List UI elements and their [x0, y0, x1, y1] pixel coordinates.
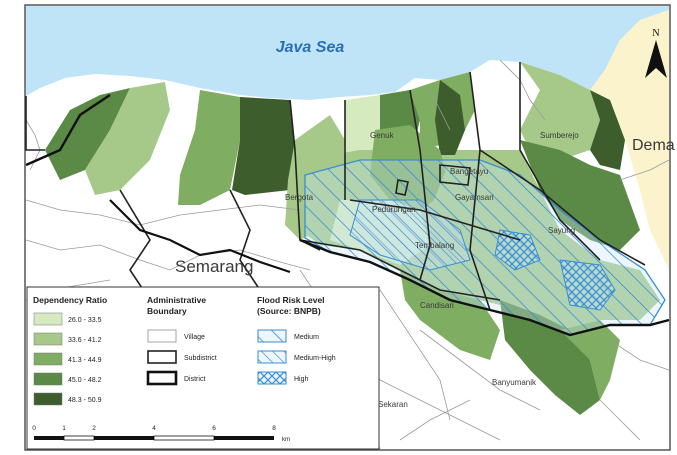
place-label-bangetayu: Bangetayu: [450, 167, 488, 176]
north-arrow-icon: N: [645, 28, 667, 78]
svg-text:Medium: Medium: [294, 334, 319, 341]
svg-text:41.3 - 44.9: 41.3 - 44.9: [68, 357, 102, 364]
place-label-demak: Dema: [632, 137, 675, 154]
legend-admin-items: Village Subdistrict District: [146, 329, 217, 386]
legend-dependency-title: Dependency Ratio: [33, 295, 107, 305]
svg-text:8: 8: [272, 425, 276, 432]
legend-admin-title: Administrative: [147, 295, 206, 305]
svg-text:High: High: [294, 376, 309, 383]
place-label-sekaran: Sekaran: [378, 400, 408, 409]
svg-text:6: 6: [212, 425, 216, 432]
place-label-gayamsari: Gayamsari: [455, 193, 494, 202]
place-label-bergota: Bergota: [285, 193, 314, 202]
svg-text:N: N: [652, 28, 659, 39]
legend-dependency-classes: 26.0 - 33.5 33.6 - 41.2 41.3 - 44.9 45.0…: [33, 312, 102, 406]
place-label-candisari: Candisari: [420, 301, 454, 310]
place-label-semarang: Semarang: [175, 257, 253, 276]
place-label-sumberejo: Sumberejo: [540, 131, 579, 140]
svg-text:26.0 - 33.5: 26.0 - 33.5: [68, 317, 102, 324]
svg-text:km: km: [282, 437, 290, 443]
svg-text:33.6 - 41.2: 33.6 - 41.2: [68, 337, 102, 344]
svg-text:Subdistrict: Subdistrict: [184, 355, 217, 362]
place-label-genuk: Genuk: [370, 131, 395, 140]
sea-area: [26, 6, 669, 100]
svg-text:Village: Village: [184, 334, 205, 341]
legend-flood-items: Medium Medium-High High: [257, 329, 336, 385]
svg-text:Medium-High: Medium-High: [294, 355, 336, 362]
svg-text:1: 1: [62, 425, 66, 432]
demak-area: [590, 10, 669, 270]
place-label-banyumanik: Banyumanik: [492, 378, 537, 387]
legend-admin-title-line2: Boundary: [147, 306, 187, 316]
district-boundary: [25, 94, 670, 337]
place-label-sayung: Sayung: [548, 226, 575, 235]
svg-text:4: 4: [152, 425, 156, 432]
svg-text:District: District: [184, 376, 205, 383]
flood-risk-layer: [304, 159, 666, 336]
subdistrict-boundaries: [25, 62, 646, 311]
sea-label: Java Sea: [276, 39, 345, 56]
svg-text:0: 0: [32, 425, 36, 432]
svg-text:48.3 - 50.9: 48.3 - 50.9: [68, 397, 102, 404]
svg-text:2: 2: [92, 425, 96, 432]
district-boundary-semarang: [109, 199, 291, 274]
place-label-tembalang: Tembalang: [415, 241, 454, 250]
svg-text:45.0 - 48.2: 45.0 - 48.2: [68, 377, 102, 384]
legend-flood-title-line2: (Source: BNPB): [257, 306, 321, 316]
legend-flood-title: Flood Risk Level: [257, 295, 325, 305]
scale-bar: 0 1 2 4 6 8 km: [32, 425, 290, 443]
legend: Dependency Ratio 26.0 - 33.5 33.6 - 41.2…: [26, 286, 380, 450]
place-label-pedurungan: Pedurungan: [372, 205, 416, 214]
